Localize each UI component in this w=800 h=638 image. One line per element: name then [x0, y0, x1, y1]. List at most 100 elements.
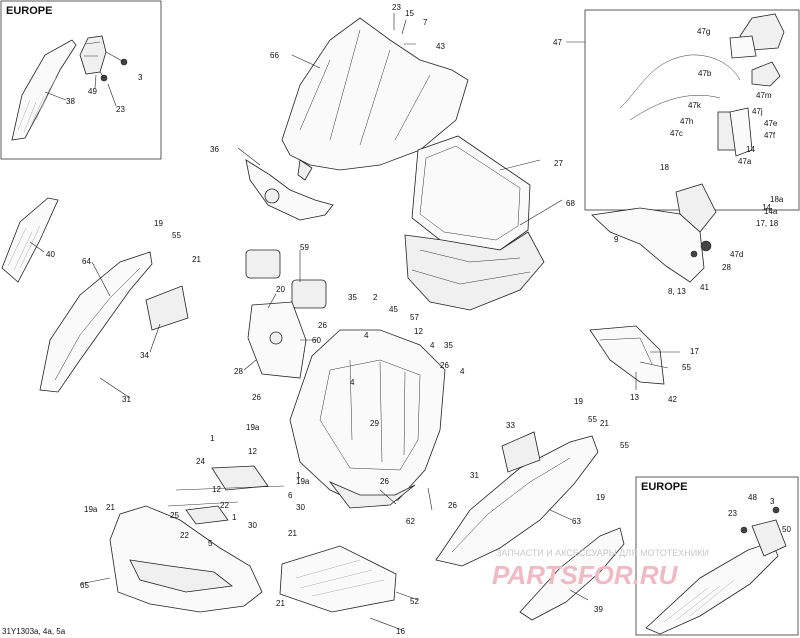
- callout-label: 24: [196, 457, 205, 466]
- callout-label: 28: [722, 263, 731, 272]
- callout-label: 47e: [764, 119, 778, 128]
- callout-label: 49: [88, 87, 97, 96]
- watermark-text: ЗАПЧАСТИ И АКСЕССУАРЫ ДЛЯ МОТОТЕХНИКИ: [496, 548, 709, 558]
- callout-label: 8, 13: [668, 287, 686, 296]
- part-68-panel: [404, 231, 545, 311]
- callout-label: 23: [392, 3, 401, 12]
- callout-label: 47b: [698, 69, 712, 78]
- callout-label: 3: [770, 497, 775, 506]
- callout-label: 47k: [688, 101, 702, 110]
- callout-label: 18: [660, 163, 669, 172]
- callout-label: 19: [596, 493, 605, 502]
- part-62-front-frame: [289, 329, 446, 509]
- callout-label: 25: [170, 511, 179, 520]
- callout-label: 33: [506, 421, 515, 430]
- part-36-visor: [245, 159, 334, 221]
- callout-label: 55: [620, 441, 629, 450]
- callout-label: 31: [122, 395, 131, 404]
- part-59-lamps: [245, 249, 327, 309]
- europe-box-top-left: EUROPE: [0, 0, 162, 160]
- callout-label: 14a: [764, 207, 778, 216]
- callout-label: 21: [192, 255, 201, 264]
- callout-label: 57: [410, 313, 419, 322]
- europe-box-bottom-right: EUROPE: [635, 476, 799, 636]
- callout-label: 35: [444, 341, 453, 350]
- callout-label: 55: [172, 231, 181, 240]
- callout-label: 47j: [752, 107, 763, 116]
- callout-label: 47h: [680, 117, 693, 126]
- callout-label: 63: [572, 517, 581, 526]
- callout-label: 12: [414, 327, 423, 336]
- callout-label: 18a: [770, 195, 784, 204]
- callout-label: 68: [566, 199, 575, 208]
- callout-label: 62: [406, 517, 415, 526]
- part-34-reflector: [145, 285, 189, 331]
- callout-label: 21: [600, 419, 609, 428]
- part-66-windshield: [281, 17, 469, 181]
- callout-label: 34: [140, 351, 149, 360]
- part-27-frame: [411, 135, 531, 251]
- callout-label: 19: [574, 397, 583, 406]
- callout-label: 1: [232, 513, 237, 522]
- callout-label: 4: [364, 331, 369, 340]
- callout-label: 47g: [697, 27, 710, 36]
- callout-label: 17, 18: [756, 219, 779, 228]
- callout-label: 47c: [670, 129, 683, 138]
- part-52-skid-plate: [279, 545, 397, 613]
- callout-label: 42: [668, 395, 677, 404]
- part-24-22-brackets: [167, 465, 285, 525]
- callout-label: 20: [276, 285, 285, 294]
- callout-label: 47a: [738, 157, 752, 166]
- part-47-taillight-group: [584, 9, 800, 211]
- callout-label: 21: [288, 529, 297, 538]
- callout-label: 2: [373, 293, 378, 302]
- callout-label: 36: [210, 145, 219, 154]
- callout-label: 4: [430, 341, 435, 350]
- callout-label: 27: [554, 159, 563, 168]
- callout-label: 29: [370, 419, 379, 428]
- watermark: ЗАПЧАСТИ И АКСЕССУАРЫ ДЛЯ МОТОТЕХНИКИ PA…: [492, 548, 709, 590]
- callout-label: 26: [252, 393, 261, 402]
- callout-label: 26: [380, 477, 389, 486]
- callout-label: 47m: [756, 91, 772, 100]
- callout-label: 21: [106, 503, 115, 512]
- callout-label: 14: [746, 145, 755, 154]
- leader-lines: [29, 13, 680, 631]
- callout-label: 3: [138, 73, 143, 82]
- part-60-bracket: [247, 301, 307, 379]
- callout-label: 38: [66, 97, 75, 106]
- callout-label: 4: [460, 367, 465, 376]
- callout-label: 31: [470, 471, 479, 480]
- callout-label: 26: [448, 501, 457, 510]
- callout-label: 4: [350, 378, 355, 387]
- callout-label: 41: [700, 283, 709, 292]
- callout-label: 1: [296, 471, 301, 480]
- callout-label: 43: [436, 42, 445, 51]
- callout-label: 59: [300, 243, 309, 252]
- part-39-lower-panel: [519, 527, 625, 621]
- callout-label: 14: [762, 203, 771, 212]
- watermark-logo: PARTSFOR.RU: [492, 560, 679, 590]
- part-33-reflector: [501, 431, 541, 473]
- part-42-bracket: [589, 325, 665, 385]
- callout-label: 1: [210, 434, 215, 443]
- callout-label: 22: [220, 501, 229, 510]
- callout-label: 47f: [764, 131, 776, 140]
- part-63-side-panel-right: [435, 435, 599, 567]
- callout-label: 16: [396, 627, 405, 636]
- callout-label: 48: [748, 493, 757, 502]
- callout-label: 30: [248, 521, 257, 530]
- callout-label: 52: [410, 597, 419, 606]
- callout-labels: 23 15 7 43 66 36 27 68 38 49 23 3 47 47g…: [46, 3, 791, 636]
- diagram-code: 31Y1303a, 4a, 5a: [2, 627, 66, 636]
- callout-label: 47d: [730, 250, 743, 259]
- europe-box-title: EUROPE: [6, 5, 52, 17]
- callout-label: 39: [594, 605, 603, 614]
- callout-label: 55: [588, 415, 597, 424]
- part-41-tail-fairing: [591, 183, 717, 283]
- part-40-deflector: [1, 197, 59, 283]
- callout-label: 60: [312, 336, 321, 345]
- callout-label: 19: [154, 219, 163, 228]
- callout-label: 45: [389, 305, 398, 314]
